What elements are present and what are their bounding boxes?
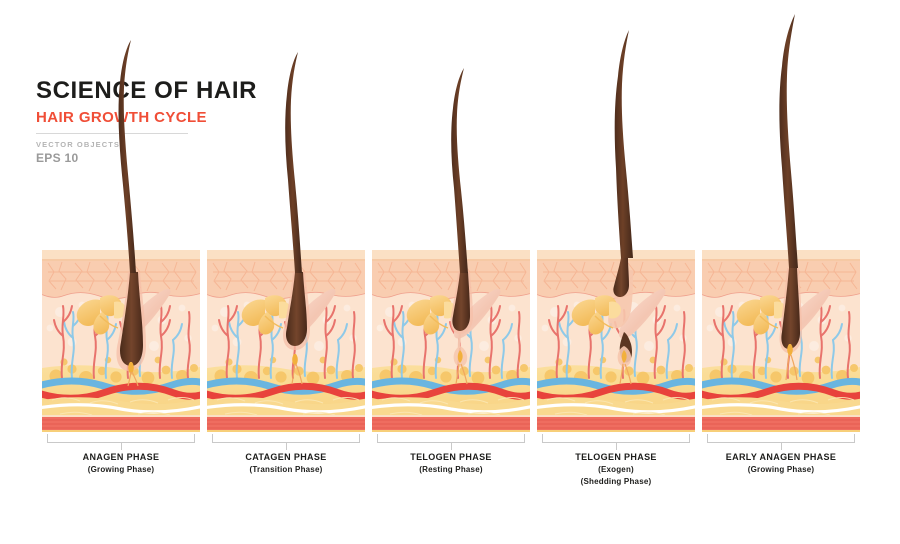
title-divider xyxy=(36,132,188,134)
label-bracket xyxy=(47,434,195,450)
phase-subtitle: (Growing Phase) xyxy=(747,465,815,474)
label-bracket xyxy=(377,434,525,450)
caption-anagen: ANAGEN PHASE (Growing Phase) xyxy=(42,434,200,474)
phase-subtitle-2: (Shedding Phase) xyxy=(580,477,652,486)
caption-early-anagen: EARLY ANAGEN PHASE (Growing Phase) xyxy=(702,434,860,474)
new-follicle-germ xyxy=(617,332,632,367)
dermal-papilla-telogen xyxy=(453,346,468,367)
skin-cross-section-catagen xyxy=(207,250,365,432)
caption-exogen: TELOGEN PHASE (Exogen) (Shedding Phase) xyxy=(537,434,695,486)
sebaceous-gland xyxy=(571,295,621,335)
phase-title: EARLY ANAGEN PHASE xyxy=(725,452,837,462)
hair-bulb-catagen xyxy=(285,272,307,346)
sebaceous-gland xyxy=(76,295,126,335)
phase-subtitle: (Growing Phase) xyxy=(87,465,155,474)
shedding-hair-root xyxy=(613,258,629,297)
caption-telogen: TELOGEN PHASE (Resting Phase) xyxy=(372,434,530,474)
eps-version-label: EPS 10 xyxy=(36,150,79,165)
skin-cross-section-exogen xyxy=(537,250,695,432)
hair-bulb-telogen xyxy=(452,272,470,331)
label-bracket xyxy=(212,434,360,450)
phase-title: ANAGEN PHASE xyxy=(82,452,160,462)
label-bracket xyxy=(542,434,690,450)
label-bracket xyxy=(707,434,855,450)
header-block: SCIENCE OF HAIR HAIR GROWTH CYCLE VECTOR… xyxy=(36,78,376,165)
caption-catagen: CATAGEN PHASE (Transition Phase) xyxy=(207,434,365,474)
hair-bulb-early-anagen xyxy=(781,268,800,349)
panel-telogen xyxy=(372,68,530,432)
skin-cross-section-early-anagen xyxy=(702,250,860,432)
sebaceous-gland xyxy=(736,295,786,335)
panel-exogen xyxy=(537,30,695,432)
page-title: SCIENCE OF HAIR xyxy=(36,77,258,104)
arrector-pili-muscle xyxy=(618,289,666,339)
phase-subtitle: (Transition Phase) xyxy=(249,465,323,474)
phase-subtitle: (Exogen) xyxy=(598,465,634,474)
panel-anagen xyxy=(42,40,200,432)
hair-bulb-anagen xyxy=(120,272,143,367)
vector-objects-label: VECTOR OBJECTS xyxy=(36,139,121,149)
phase-title: CATAGEN PHASE xyxy=(245,452,327,462)
skin-cross-section-telogen xyxy=(372,250,530,432)
panel-catagen xyxy=(207,52,365,432)
phase-title: TELOGEN PHASE xyxy=(575,452,657,462)
phase-title: TELOGEN PHASE xyxy=(410,452,492,462)
phase-subtitle: (Resting Phase) xyxy=(419,465,483,474)
panel-early-anagen xyxy=(702,14,860,432)
page-subtitle: HAIR GROWTH CYCLE xyxy=(36,109,207,127)
skin-cross-section-anagen xyxy=(42,250,200,432)
